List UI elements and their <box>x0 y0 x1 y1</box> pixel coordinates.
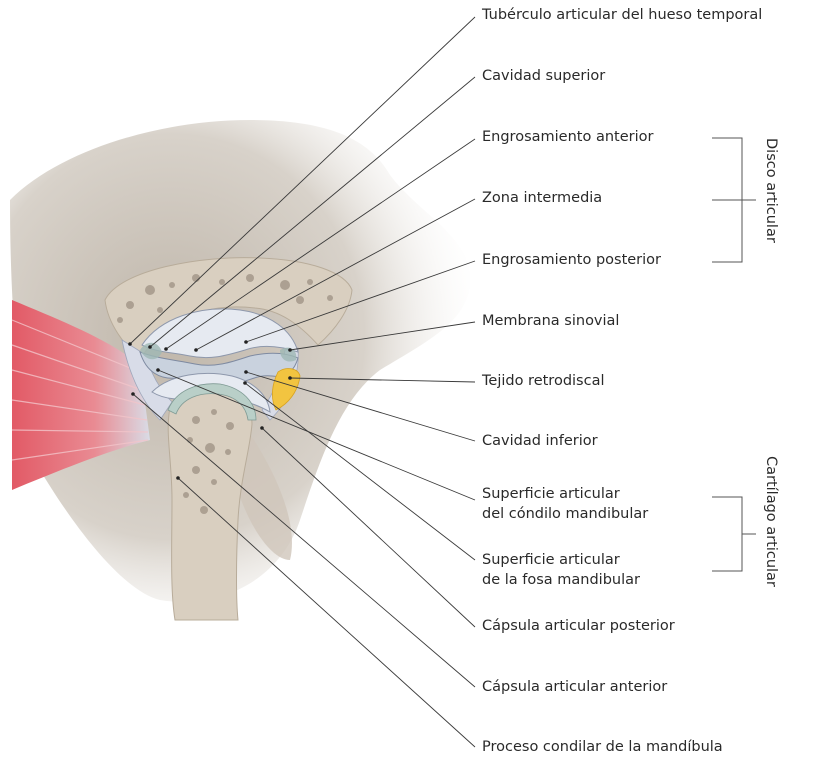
label-capsula-posterior: Cápsula articular posterior <box>482 617 675 636</box>
label-proceso-condilar: Proceso condilar de la mandíbula <box>482 738 723 757</box>
label-capsula-anterior: Cápsula articular anterior <box>482 678 667 697</box>
group-label-cartilago-articular: Cartílago articular <box>763 456 779 587</box>
label-superficie-condilo-2: del cóndilo mandibular <box>482 505 648 524</box>
label-engrosamiento-posterior: Engrosamiento posterior <box>482 251 661 270</box>
group-label-disco-articular: Disco articular <box>763 138 779 243</box>
label-tejido-retrodiscal: Tejido retrodiscal <box>482 372 605 391</box>
label-superficie-condilo-1: Superficie articular <box>482 485 620 504</box>
label-cavidad-superior: Cavidad superior <box>482 67 605 86</box>
label-tuberculo-articular: Tubérculo articular del hueso temporal <box>482 6 762 25</box>
label-superficie-fosa-2: de la fosa mandibular <box>482 571 640 590</box>
group-brackets <box>712 138 756 571</box>
label-engrosamiento-anterior: Engrosamiento anterior <box>482 128 653 147</box>
label-zona-intermedia: Zona intermedia <box>482 189 602 208</box>
label-membrana-sinovial: Membrana sinovial <box>482 312 619 331</box>
label-cavidad-inferior: Cavidad inferior <box>482 432 598 451</box>
label-superficie-fosa-1: Superficie articular <box>482 551 620 570</box>
